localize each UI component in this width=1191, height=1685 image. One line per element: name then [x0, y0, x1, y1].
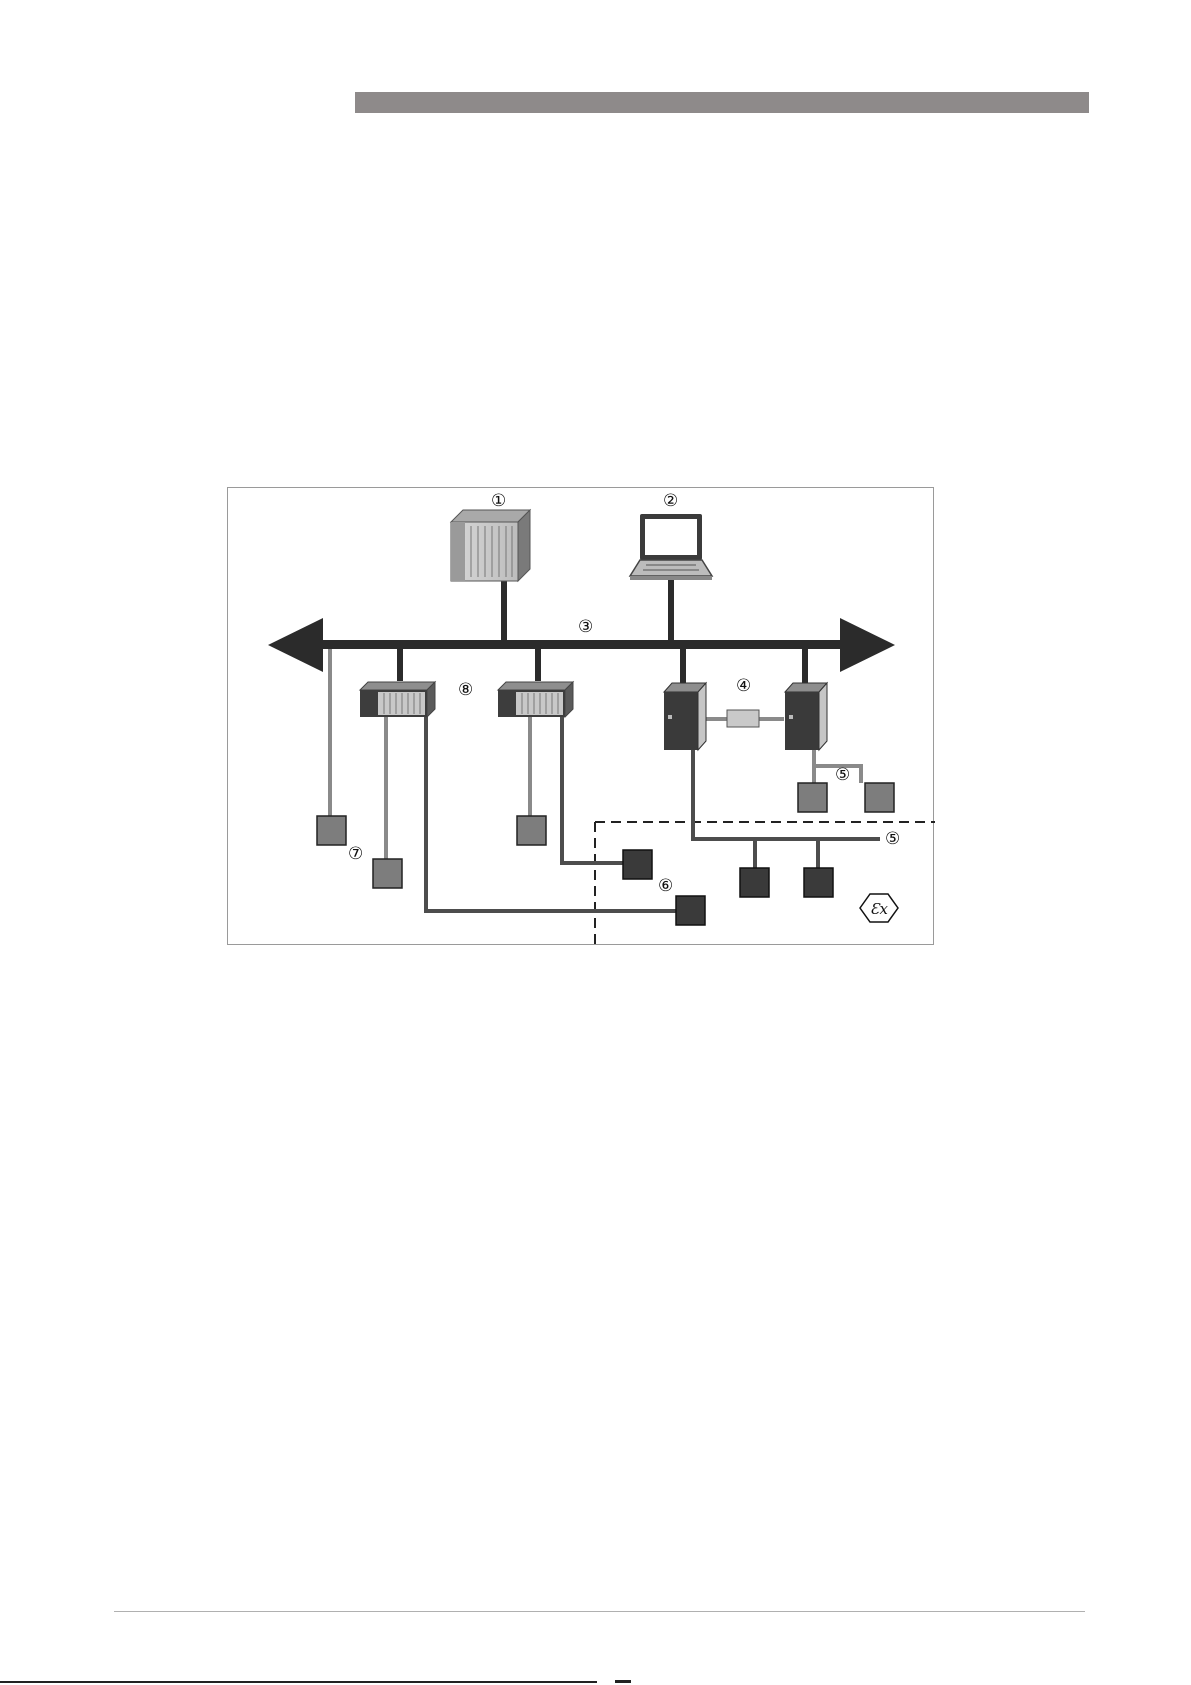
- header-bar: [355, 92, 1089, 113]
- callout-plc: ①: [491, 491, 506, 511]
- callout-field-devices-hazard: ⑤: [885, 829, 900, 849]
- bus-drops: [397, 580, 808, 683]
- callout-safe-device: ⑦: [348, 844, 363, 864]
- footer-rule: [114, 1611, 1085, 1612]
- bottom-mark: [615, 1680, 631, 1683]
- remote-io-icon: [498, 682, 573, 717]
- callout-bus: ③: [578, 617, 593, 637]
- bottom-rule: [0, 1681, 597, 1683]
- ex-hazard-icon: Ɛx: [860, 894, 898, 922]
- network-diagram-svg: Ɛx ① ② ③ ④ ⑤ ⑤ ⑥ ⑦ ⑧: [228, 488, 935, 946]
- callout-laptop: ②: [663, 491, 678, 511]
- field-device-icon: [623, 850, 833, 925]
- callout-field-devices-safe: ⑤: [835, 765, 850, 785]
- link-module-icon: [727, 710, 759, 727]
- fieldbus-network-diagram: Ɛx ① ② ③ ④ ⑤ ⑤ ⑥ ⑦ ⑧: [227, 487, 934, 945]
- callout-remote-io: ⑧: [458, 680, 473, 700]
- ex-symbol-text: Ɛx: [870, 900, 888, 918]
- bus-arrow-left-icon: [268, 618, 323, 672]
- bus-arrow-right-icon: [840, 618, 895, 672]
- callout-link-module: ④: [736, 676, 751, 696]
- fieldbus-coupler-icon: [785, 683, 827, 750]
- fieldbus-coupler-icon: [664, 683, 706, 750]
- callout-hazard-device: ⑥: [658, 876, 673, 896]
- remote-io-icon: [360, 682, 435, 717]
- laptop-icon: [630, 514, 712, 580]
- plc-rack-icon: [451, 510, 530, 581]
